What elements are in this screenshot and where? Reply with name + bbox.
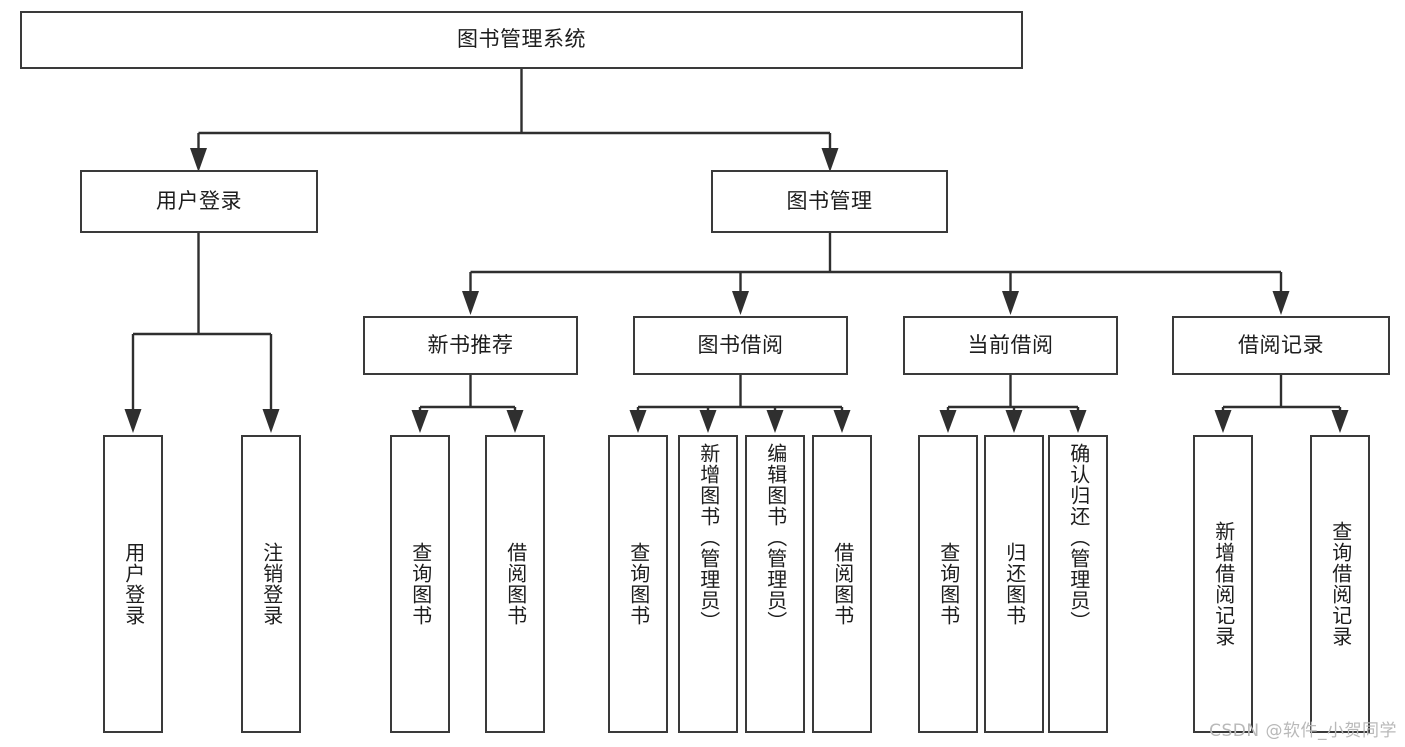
leaf-recommend-borrow-book[interactable]: 借阅图书 [485, 435, 545, 733]
node-book-manage[interactable]: 图书管理 [711, 170, 948, 233]
node-label: 新增借阅记录 [1211, 521, 1236, 647]
node-root-system[interactable]: 图书管理系统 [20, 11, 1023, 69]
leaf-current-confirm-return-admin[interactable]: 确认归还（管理员） [1048, 435, 1108, 733]
node-label: 编辑图书（管理员） [763, 443, 788, 632]
node-label: 查询图书 [626, 542, 651, 626]
node-current-borrow[interactable]: 当前借阅 [903, 316, 1118, 375]
node-new-book-rec[interactable]: 新书推荐 [363, 316, 578, 375]
leaf-current-return-book[interactable]: 归还图书 [984, 435, 1044, 733]
node-label: 图书管理系统 [457, 27, 586, 52]
leaf-user-login[interactable]: 用户登录 [103, 435, 163, 733]
leaf-user-logout[interactable]: 注销登录 [241, 435, 301, 733]
node-label: 用户登录 [156, 188, 242, 213]
node-label: 借阅图书 [830, 542, 855, 626]
node-user-login[interactable]: 用户登录 [80, 170, 318, 233]
leaf-record-add-borrow-record[interactable]: 新增借阅记录 [1193, 435, 1253, 733]
node-borrow-record[interactable]: 借阅记录 [1172, 316, 1390, 375]
node-label: 用户登录 [121, 542, 146, 626]
node-label: 查询图书 [408, 542, 433, 626]
leaf-current-query-book[interactable]: 查询图书 [918, 435, 978, 733]
leaf-record-query-borrow-record[interactable]: 查询借阅记录 [1310, 435, 1370, 733]
leaf-borrow-lend-book[interactable]: 借阅图书 [812, 435, 872, 733]
node-label: 图书借阅 [697, 332, 784, 357]
node-label: 查询借阅记录 [1328, 521, 1353, 647]
leaf-borrow-query-book[interactable]: 查询图书 [608, 435, 668, 733]
leaf-borrow-edit-book-admin[interactable]: 编辑图书（管理员） [745, 435, 805, 733]
node-label: 归还图书 [1002, 542, 1027, 626]
node-label: 借阅图书 [503, 542, 528, 626]
csdn-watermark: CSDN @软件_小贺同学 [1209, 721, 1397, 741]
node-label: 借阅记录 [1238, 332, 1324, 357]
node-label: 当前借阅 [967, 332, 1054, 357]
node-label: 查询图书 [936, 542, 961, 626]
node-label: 新书推荐 [427, 332, 514, 357]
leaf-recommend-query-book[interactable]: 查询图书 [390, 435, 450, 733]
node-book-borrow[interactable]: 图书借阅 [633, 316, 848, 375]
node-label: 注销登录 [259, 542, 284, 626]
node-label: 新增图书（管理员） [696, 443, 721, 632]
node-label: 图书管理 [786, 188, 873, 213]
node-label: 确认归还（管理员） [1066, 443, 1091, 632]
leaf-borrow-add-book-admin[interactable]: 新增图书（管理员） [678, 435, 738, 733]
